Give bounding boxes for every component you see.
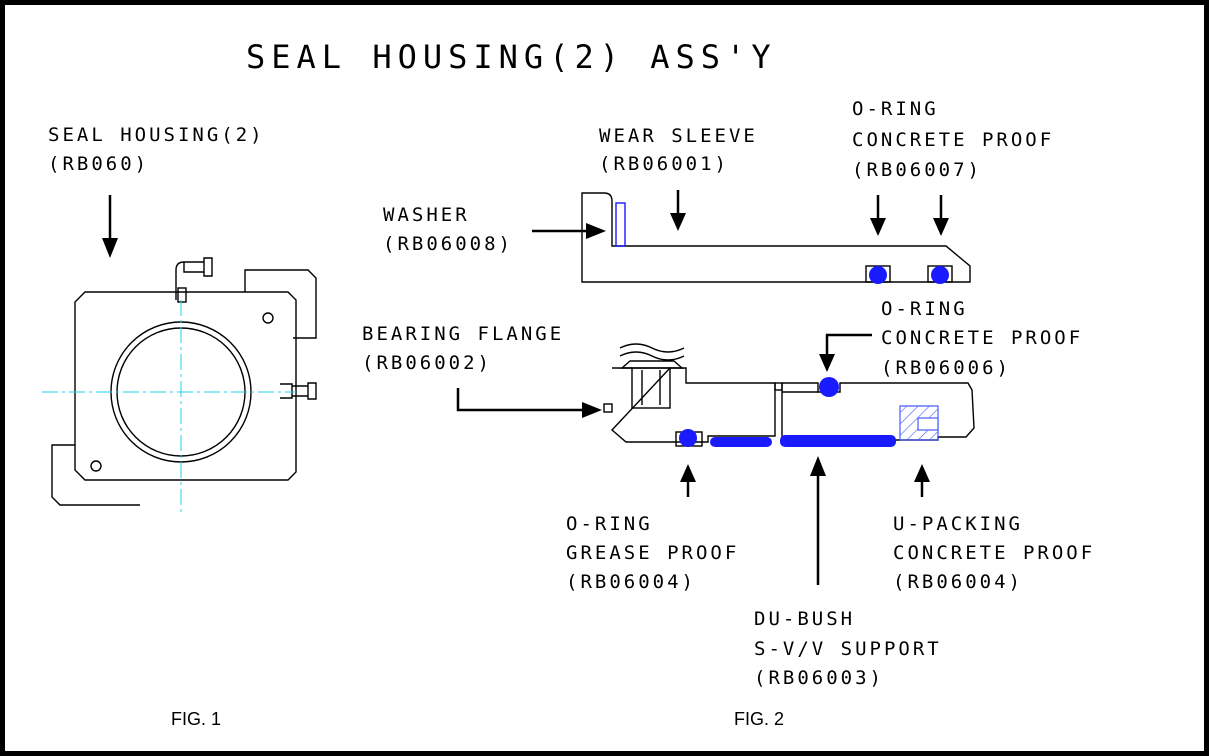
washer-label: WASHER	[383, 204, 470, 226]
wear-sleeve-part	[581, 192, 971, 284]
oring-mid-seal	[819, 377, 839, 397]
du-bush-left	[710, 437, 772, 447]
oring-top-arrow-1	[870, 195, 886, 236]
u-packing-arrow	[914, 464, 930, 497]
du-bush-right	[780, 435, 896, 447]
oring-top-seal-2	[931, 266, 949, 284]
bearing-flange-code: (RB06002)	[362, 352, 492, 374]
washer-shape	[615, 202, 626, 247]
wear-sleeve-label: WEAR SLEEVE	[599, 125, 758, 147]
oring-grease-arrow	[680, 464, 696, 497]
fig1-caption: FIG. 1	[171, 709, 221, 729]
du-bush-label-2: S-V/V SUPPORT	[754, 638, 942, 660]
oring-mid-code: (RB06006)	[881, 357, 1011, 379]
u-packing-code: (RB06004)	[893, 571, 1023, 593]
du-bush-arrow	[810, 456, 826, 585]
oring-mid-label-1: O-RING	[881, 298, 968, 320]
u-packing-label-1: U-PACKING	[893, 513, 1023, 535]
fig2-group: WEAR SLEEVE (RB06001) O-RING CONCRETE PR…	[362, 98, 1095, 729]
fig2-caption: FIG. 2	[734, 709, 784, 729]
oring-grease-label-1: O-RING	[566, 513, 653, 535]
bearing-flange-arrow	[456, 388, 602, 418]
oring-top-arrow-2	[933, 195, 949, 236]
oring-mid-label-2: CONCRETE PROOF	[881, 327, 1083, 349]
oring-top-seal-1	[869, 266, 887, 284]
oring-mid-arrow	[819, 333, 872, 372]
oring-grease-label-2: GREASE PROOF	[566, 542, 739, 564]
seal-housing-arrow	[102, 195, 118, 258]
seal-housing-front-view	[42, 257, 317, 515]
bearing-flange-label: BEARING FLANGE	[362, 323, 564, 345]
wear-sleeve-arrow	[670, 190, 686, 231]
seal-housing-code: (RB060)	[48, 153, 149, 175]
washer-code: (RB06008)	[383, 233, 513, 255]
oring-top-code: (RB06007)	[852, 159, 982, 181]
oring-top-label-1: O-RING	[852, 98, 939, 120]
oring-top-label-2: CONCRETE PROOF	[852, 129, 1054, 151]
seal-housing-label: SEAL HOUSING(2)	[48, 124, 265, 146]
drawing-title: SEAL HOUSING(2) ASS'Y	[246, 38, 777, 76]
wear-sleeve-code: (RB06001)	[599, 153, 729, 175]
fig1-group: SEAL HOUSING(2) (RB060)	[42, 124, 317, 729]
oring-grease-code: (RB06004)	[566, 571, 696, 593]
du-bush-label-1: DU-BUSH	[754, 608, 855, 630]
u-packing-label-2: CONCRETE PROOF	[893, 542, 1095, 564]
oring-grease-seal	[679, 429, 697, 447]
du-bush-code: (RB06003)	[754, 667, 884, 689]
washer-arrow	[532, 223, 606, 239]
bearing-flange-part	[603, 343, 975, 447]
